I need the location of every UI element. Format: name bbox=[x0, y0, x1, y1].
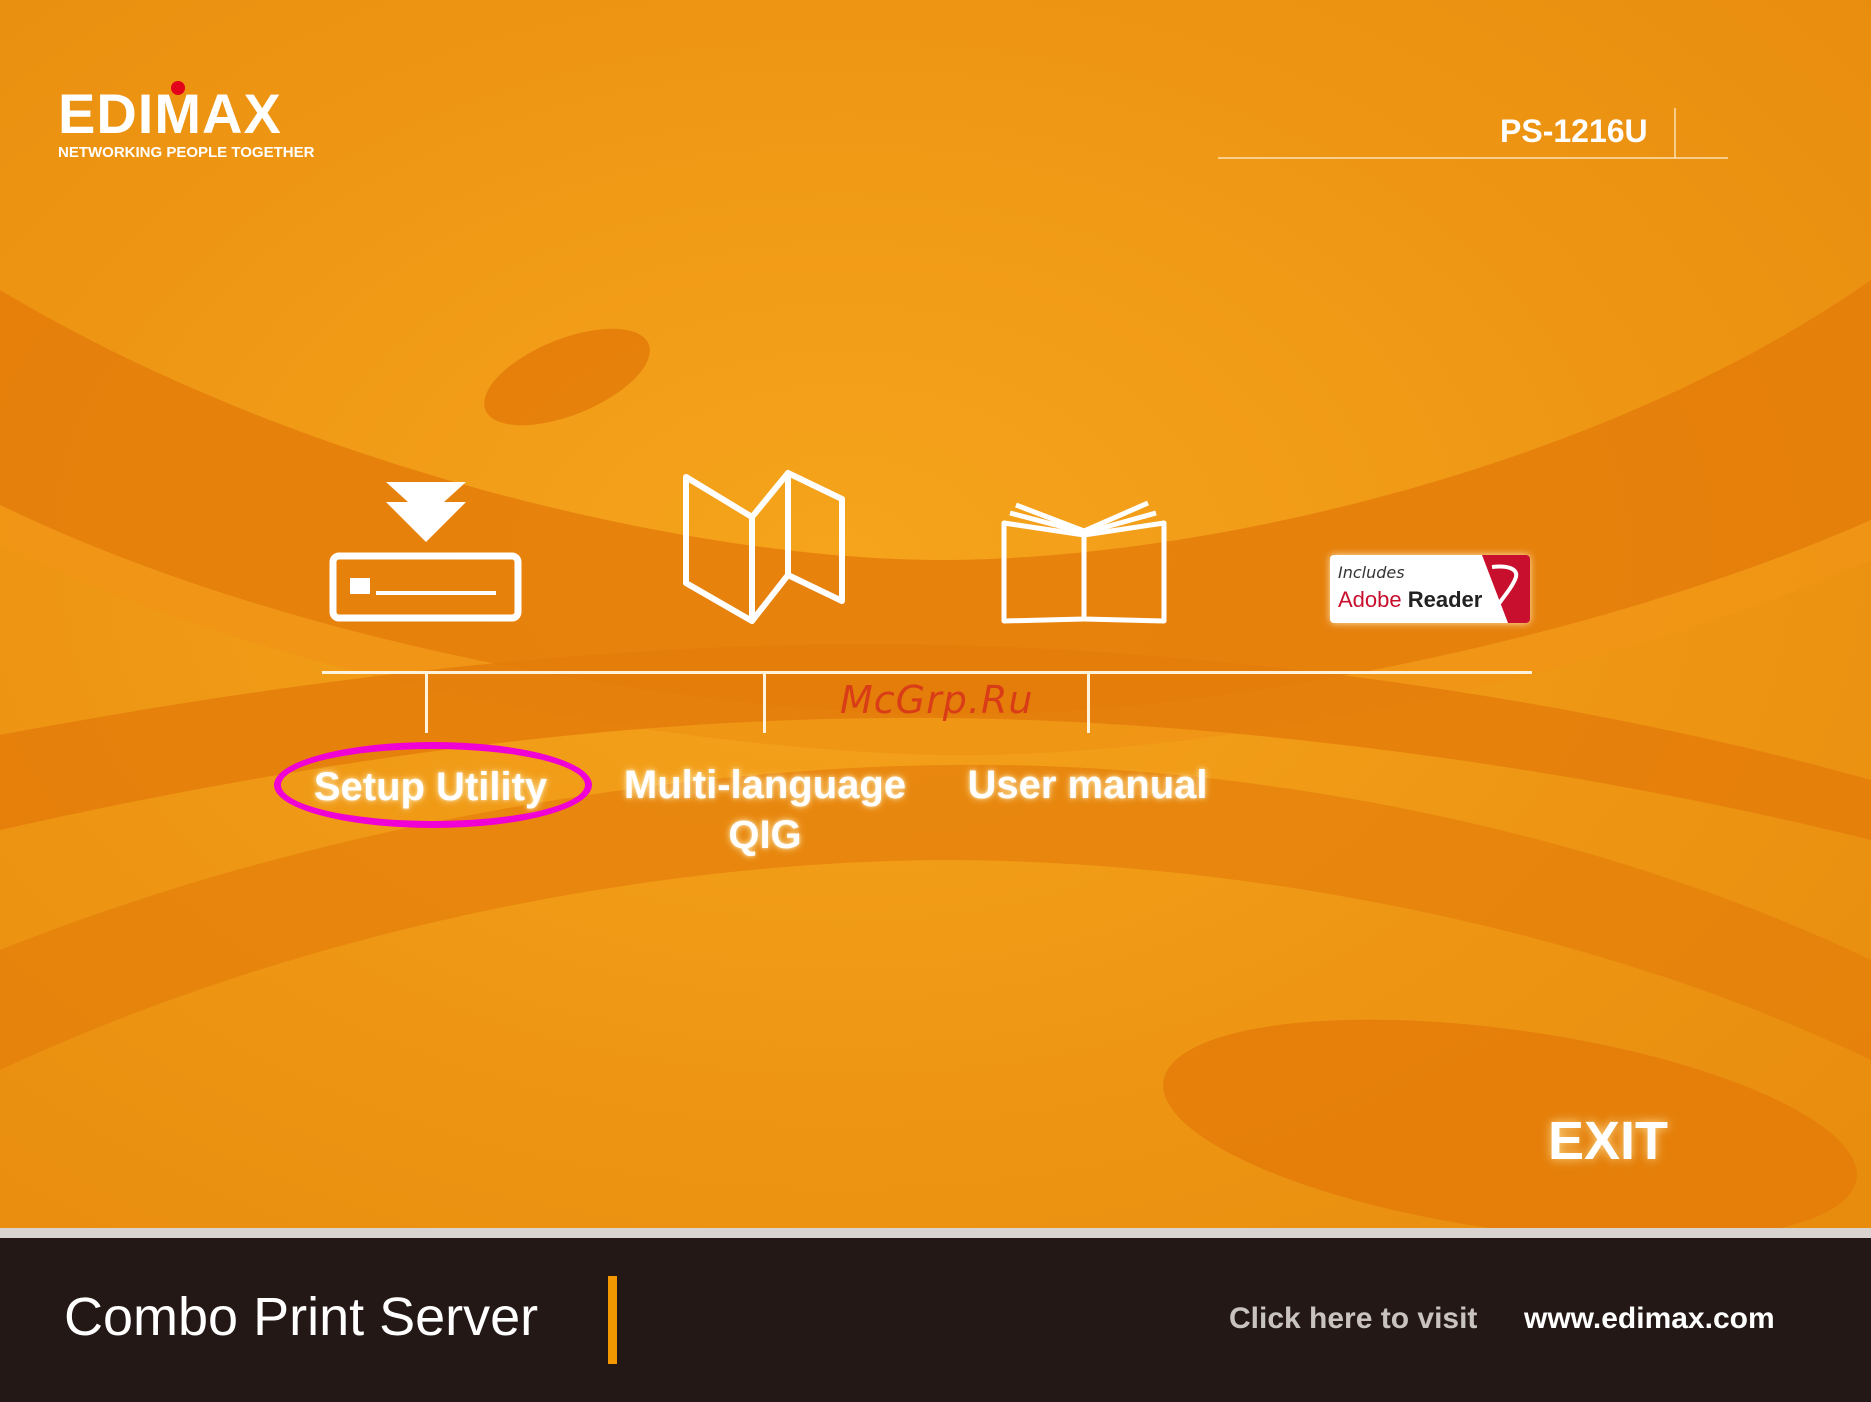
open-book-icon[interactable] bbox=[996, 495, 1171, 625]
adobe-reader-text: Adobe Reader bbox=[1338, 589, 1482, 611]
website-link[interactable]: www.edimax.com bbox=[1524, 1304, 1775, 1334]
adobe-reader-badge[interactable]: Includes Adobe Reader bbox=[1330, 555, 1530, 623]
menu-tick-qig bbox=[763, 673, 766, 733]
adobe-product-text: Reader bbox=[1408, 587, 1483, 612]
adobe-brand-text: Adobe bbox=[1338, 587, 1402, 612]
qig-label-line1: Multi-language bbox=[600, 760, 930, 810]
menu-tick-setup bbox=[425, 673, 428, 733]
edimax-logo: EDIMAX bbox=[58, 86, 282, 142]
product-name: Combo Print Server bbox=[64, 1290, 538, 1344]
watermark: McGrp.Ru bbox=[840, 681, 1033, 719]
install-download-icon[interactable] bbox=[326, 480, 526, 630]
adobe-includes-text: Includes bbox=[1338, 565, 1405, 581]
user-manual-link[interactable]: User manual bbox=[950, 760, 1225, 810]
multi-language-qig-link[interactable]: Multi-language QIG bbox=[600, 760, 930, 860]
qig-label-line2: QIG bbox=[600, 810, 930, 860]
header-divider bbox=[1218, 157, 1728, 159]
menu-tick-manual bbox=[1087, 673, 1090, 733]
folded-map-icon[interactable] bbox=[680, 465, 850, 630]
logo-dot bbox=[171, 81, 185, 95]
model-number: PS-1216U bbox=[1500, 115, 1648, 147]
product-accent-bar bbox=[608, 1276, 617, 1364]
header-divider-tick bbox=[1674, 108, 1676, 158]
menu-baseline bbox=[322, 671, 1532, 674]
exit-button[interactable]: EXIT bbox=[1548, 1114, 1668, 1168]
logo-tagline: NETWORKING PEOPLE TOGETHER bbox=[58, 145, 314, 160]
footer-top-strip bbox=[0, 1228, 1871, 1238]
adobe-reader-icon bbox=[1478, 555, 1530, 623]
setup-utility-link[interactable]: Setup Utility bbox=[288, 762, 573, 812]
background-art bbox=[0, 0, 1871, 1240]
visit-text[interactable]: Click here to visit bbox=[1229, 1304, 1477, 1334]
